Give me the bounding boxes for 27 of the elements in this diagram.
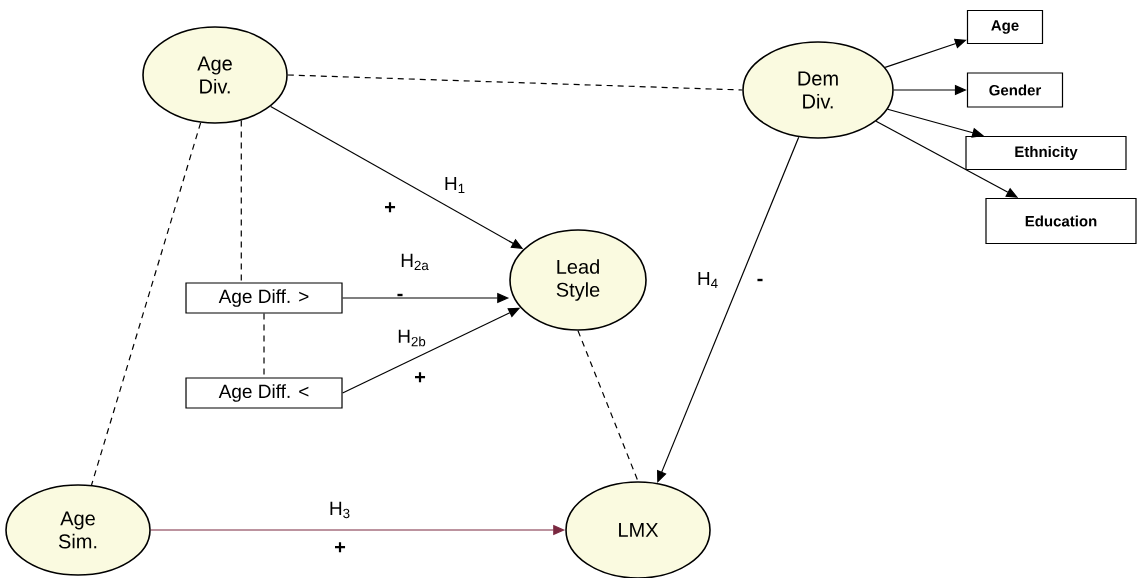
edge-label: H$_{1}$ [441, 175, 469, 195]
edge-label: H$_{2b}$ [395, 327, 429, 349]
dashed-line [240, 119, 242, 283]
ellipse-node: Lead Style [509, 229, 647, 331]
attribute-box: Age [966, 9, 1044, 45]
sign-label: - [757, 278, 763, 282]
condition-box: Age Diff. < [185, 377, 343, 409]
sign-label: + [385, 202, 396, 213]
dashed-line [263, 313, 265, 378]
ellipse-node: Age Sim. [5, 484, 151, 576]
sign-label: + [415, 372, 426, 383]
attribute-box: Ethnicity [965, 135, 1127, 171]
sign-label: + [335, 542, 346, 553]
edge-label: H$_{2a}$ [398, 251, 432, 273]
condition-box: Age Diff. > [185, 282, 343, 314]
attribute-box: Education [985, 197, 1137, 245]
ellipse-node: Age Div. [142, 26, 288, 124]
arrow [657, 136, 800, 483]
dashed-line [577, 330, 639, 482]
ellipse-node: LMX [565, 481, 711, 578]
edge-label: H$_{4}$ [694, 270, 722, 290]
dashed-line [287, 74, 743, 91]
dashed-line [90, 122, 202, 486]
sign-label: - [397, 293, 403, 297]
edge-label: H$_{3}$ [326, 499, 354, 521]
attribute-box: Gender [966, 72, 1064, 108]
ellipse-node: Dem Div. [742, 41, 894, 139]
